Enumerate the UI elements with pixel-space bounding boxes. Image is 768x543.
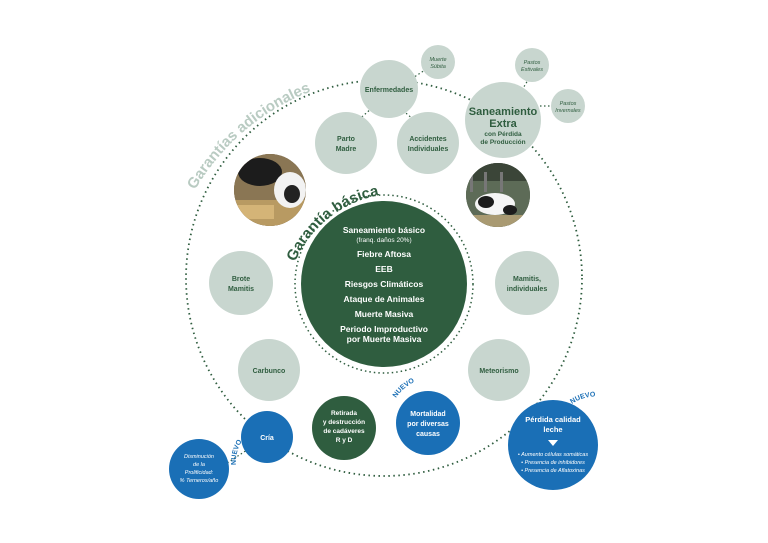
bubble-retirada: Retirada y destrucción de cadáveres R y … bbox=[312, 396, 376, 460]
cow-photo-right bbox=[466, 163, 530, 227]
bubble-accidentes: Accidentes Individuales bbox=[397, 112, 459, 174]
svg-text:individuales: individuales bbox=[507, 286, 548, 293]
svg-text:de cadáveres: de cadáveres bbox=[323, 428, 365, 435]
bubble-pastos-estivales: Pastos Estivales bbox=[515, 48, 549, 82]
svg-text:y destrucción: y destrucción bbox=[323, 419, 365, 426]
basic-item: por Muerte Masiva bbox=[347, 334, 422, 344]
bubble-cria: Cría bbox=[241, 411, 293, 463]
triangle-down-icon bbox=[548, 440, 558, 446]
svg-text:Saneamiento: Saneamiento bbox=[469, 106, 538, 118]
bubble-brote-mamitis: Brote Mamitis bbox=[209, 251, 273, 315]
svg-text:por diversas: por diversas bbox=[407, 421, 449, 428]
bubble-carbunco: Carbunco bbox=[238, 339, 300, 401]
bubble-disminucion: Disminución de la Prolificidad: % Terner… bbox=[169, 439, 229, 499]
bubble-mamitis-individuales: Mamitis, individuales bbox=[495, 251, 559, 315]
svg-text:Cría: Cría bbox=[260, 435, 274, 442]
svg-text:Prolificidad:: Prolificidad: bbox=[185, 470, 214, 476]
svg-text:Pérdida calidad: Pérdida calidad bbox=[525, 415, 581, 424]
basic-item: EEB bbox=[375, 264, 392, 274]
svg-text:Muerte: Muerte bbox=[429, 57, 446, 63]
basic-items: Saneamiento básico (franq. daños 20%) Fi… bbox=[340, 225, 428, 344]
svg-text:• Presencia de Aflatoxinas: • Presencia de Aflatoxinas bbox=[521, 468, 585, 474]
nuevo-badge-cria: NUEVO bbox=[231, 438, 244, 465]
bubble-mortalidad: Mortalidad por diversas causas bbox=[396, 391, 460, 455]
svg-text:Madre: Madre bbox=[336, 146, 357, 153]
svg-text:Invernales: Invernales bbox=[555, 108, 581, 114]
svg-text:Mamitis,: Mamitis, bbox=[513, 276, 541, 283]
svg-text:Accidentes: Accidentes bbox=[409, 136, 446, 143]
svg-text:Carbunco: Carbunco bbox=[253, 368, 286, 375]
svg-text:• Presencia de inhibidores: • Presencia de inhibidores bbox=[521, 460, 585, 466]
svg-text:causas: causas bbox=[416, 431, 440, 438]
svg-text:Parto: Parto bbox=[337, 136, 355, 143]
svg-text:Extra: Extra bbox=[489, 118, 517, 130]
svg-text:Retirada: Retirada bbox=[331, 410, 357, 417]
nuevo-badge-perdida: NUEVO bbox=[569, 391, 596, 405]
svg-text:leche: leche bbox=[543, 425, 562, 434]
svg-text:Disminución: Disminución bbox=[184, 454, 214, 460]
svg-text:Brote: Brote bbox=[232, 276, 250, 283]
svg-text:Pastos: Pastos bbox=[524, 60, 541, 66]
basic-item: Fiebre Aftosa bbox=[357, 249, 411, 259]
svg-text:Súbita: Súbita bbox=[430, 64, 446, 70]
basic-guarantee-circle bbox=[301, 201, 467, 367]
bubble-saneamiento-extra: Saneamiento Extra con Pérdida de Producc… bbox=[465, 82, 541, 158]
svg-text:de la: de la bbox=[193, 462, 205, 468]
svg-text:Pastos: Pastos bbox=[560, 101, 577, 107]
outer-dotted-ring bbox=[185, 79, 583, 477]
cow-photo-left bbox=[234, 154, 306, 226]
bubble-perdida-calidad: Pérdida calidad leche • Aumento células … bbox=[508, 400, 598, 490]
svg-text:con Pérdida: con Pérdida bbox=[484, 131, 522, 138]
basic-item: Saneamiento básico bbox=[343, 225, 425, 235]
svg-text:Mortalidad: Mortalidad bbox=[410, 411, 445, 418]
basic-item: Riesgos Climáticos bbox=[345, 279, 424, 289]
basic-item: Periodo Improductivo bbox=[340, 324, 428, 334]
bubble-parto-madre: Parto Madre bbox=[315, 112, 377, 174]
svg-text:R y D: R y D bbox=[336, 437, 353, 444]
svg-text:Mamitis: Mamitis bbox=[228, 286, 254, 293]
svg-text:Meteorismo: Meteorismo bbox=[479, 368, 518, 375]
svg-text:% Terneros/año: % Terneros/año bbox=[180, 478, 219, 484]
basic-item: Ataque de Animales bbox=[344, 294, 425, 304]
basic-item: Muerte Masiva bbox=[355, 309, 414, 319]
bubble-meteorismo: Meteorismo bbox=[468, 339, 530, 401]
svg-text:• Aumento células somáticas: • Aumento células somáticas bbox=[518, 452, 588, 458]
svg-text:Estivales: Estivales bbox=[521, 67, 543, 73]
bubble-enfermedades: Enfermedades bbox=[360, 60, 418, 118]
basic-item: (franq. daños 20%) bbox=[356, 237, 411, 244]
bubble-pastos-invernales: Pastos Invernales bbox=[551, 89, 585, 123]
svg-text:de Producción: de Producción bbox=[480, 139, 525, 146]
svg-text:Individuales: Individuales bbox=[408, 146, 449, 153]
svg-text:Enfermedades: Enfermedades bbox=[365, 87, 413, 94]
bubble-muerte-subita: Muerte Súbita bbox=[421, 45, 455, 79]
inner-dotted-ring bbox=[294, 194, 474, 374]
